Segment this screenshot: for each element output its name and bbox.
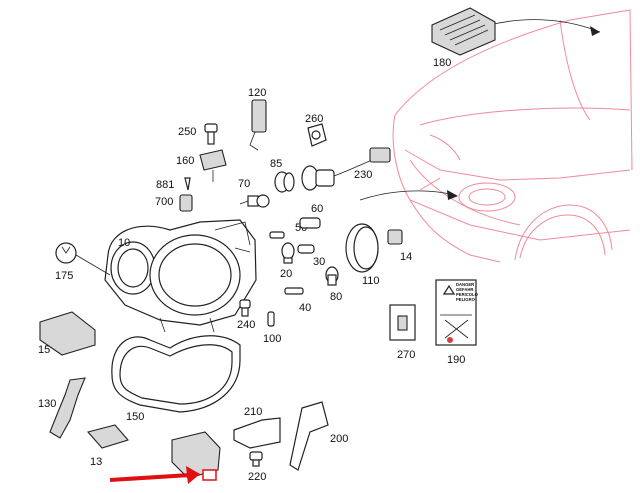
label-13: 13 — [90, 456, 102, 468]
label-10: 10 — [118, 237, 130, 249]
label-180: 180 — [433, 57, 451, 69]
part-700-plug[interactable] — [179, 194, 193, 212]
part-110-cap-ring[interactable] — [345, 223, 379, 273]
part-85-socket[interactable] — [274, 171, 295, 193]
label-260: 260 — [305, 113, 323, 125]
label-100: 100 — [263, 333, 281, 345]
part-150-lens-frame[interactable] — [111, 335, 241, 413]
label-130: 130 — [38, 398, 56, 410]
label-230: 230 — [354, 169, 372, 181]
part-180-control-unit[interactable] — [431, 7, 496, 56]
part-260-clip[interactable] — [307, 123, 327, 147]
warning-text-1: DANGER — [456, 282, 474, 287]
part-14-clip[interactable] — [387, 229, 403, 245]
label-250: 250 — [178, 126, 196, 138]
label-190: 190 — [447, 354, 465, 366]
part-10-headlamp-assembly[interactable] — [104, 219, 257, 333]
part-80-adjuster[interactable] — [325, 266, 339, 286]
label-30: 30 — [313, 256, 325, 268]
label-270: 270 — [397, 349, 415, 361]
label-160: 160 — [176, 155, 194, 167]
part-40-bulb[interactable] — [284, 287, 304, 295]
label-120: 120 — [248, 87, 266, 99]
part-20-bulb[interactable] — [281, 242, 295, 264]
label-40: 40 — [299, 302, 311, 314]
highlighted-ignitor-module[interactable] — [171, 431, 221, 481]
highlight-arrow-icon — [109, 466, 200, 484]
part-230-xenon-bulb-harness[interactable] — [301, 147, 391, 191]
label-80: 80 — [330, 291, 342, 303]
label-220: 220 — [248, 471, 266, 483]
part-270-sticker[interactable] — [389, 304, 416, 341]
label-700: 700 — [155, 196, 173, 208]
label-15: 15 — [38, 344, 50, 356]
label-20: 20 — [280, 268, 292, 280]
warning-text-3: PERICOLO — [456, 292, 479, 297]
part-200-bracket[interactable] — [289, 401, 329, 471]
label-14: 14 — [400, 251, 412, 263]
label-175: 175 — [55, 270, 73, 282]
car-outline — [392, 9, 633, 263]
label-70: 70 — [238, 178, 250, 190]
callout-arrows — [359, 19, 601, 201]
label-210: 210 — [244, 406, 262, 418]
part-70-bulb[interactable] — [239, 194, 270, 208]
warning-text-2: GEFAHR — [456, 287, 473, 292]
part-220-screw[interactable] — [249, 451, 263, 467]
part-160-bracket[interactable] — [199, 149, 227, 182]
part-210-bracket[interactable] — [233, 417, 281, 449]
part-50-bulb[interactable] — [269, 231, 285, 239]
part-100-pin[interactable] — [267, 311, 275, 327]
part-30-bulb[interactable] — [297, 244, 315, 254]
part-881-clip[interactable] — [184, 177, 191, 191]
part-13-module[interactable] — [86, 424, 129, 449]
label-60: 60 — [311, 203, 323, 215]
part-250-screw[interactable] — [204, 123, 218, 145]
label-200: 200 — [330, 433, 348, 445]
part-120-bracket[interactable] — [249, 99, 267, 151]
part-240-screw[interactable] — [239, 299, 251, 317]
label-881: 881 — [156, 179, 174, 191]
wrench-icon — [55, 242, 77, 264]
part-60-bulb[interactable] — [299, 217, 321, 229]
label-150: 150 — [126, 411, 144, 423]
label-85: 85 — [270, 158, 282, 170]
part-15-ballast[interactable] — [39, 311, 96, 356]
part-190-warning-label[interactable]: DANGER GEFAHR PERICOLO PELIGRO — [435, 279, 479, 346]
label-240: 240 — [237, 319, 255, 331]
warning-triangle-icon — [442, 284, 456, 295]
warning-text-4: PELIGRO — [456, 297, 476, 302]
label-110: 110 — [362, 275, 380, 287]
part-130-bracket[interactable] — [49, 377, 86, 439]
